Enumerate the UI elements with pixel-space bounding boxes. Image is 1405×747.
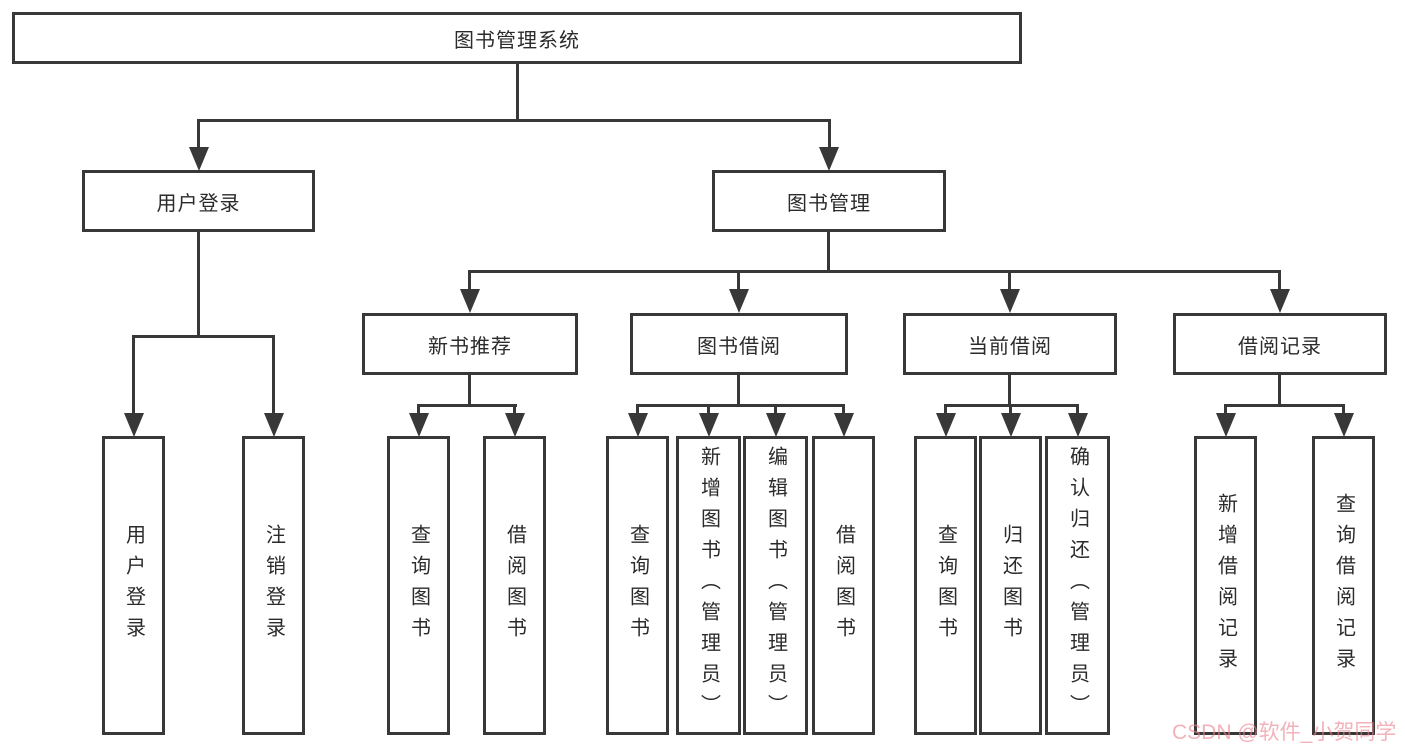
arrow-down-icon xyxy=(729,289,749,313)
connector-line xyxy=(1008,373,1011,406)
connector-line xyxy=(513,404,516,416)
leaf-confirm-return-admin: 确认归还（管理员） xyxy=(1045,436,1110,735)
connector-line xyxy=(197,119,200,151)
leaf-add-borrow-record: 新增借阅记录 xyxy=(1194,436,1257,735)
connector-line xyxy=(468,270,1281,273)
leaf-return-books: 归还图书 xyxy=(979,436,1042,735)
node-user-login: 用户登录 xyxy=(82,170,315,232)
arrow-down-icon xyxy=(1000,289,1020,313)
leaf-add-book-admin: 新增图书（管理员） xyxy=(676,436,741,735)
connector-line xyxy=(828,119,831,151)
arrow-down-icon xyxy=(936,413,956,437)
connector-line xyxy=(132,335,275,338)
connector-line xyxy=(944,404,947,416)
connector-line xyxy=(1224,404,1227,416)
node-borrowing-records: 借阅记录 xyxy=(1173,313,1387,375)
connector-line xyxy=(737,373,740,406)
node-book-management: 图书管理 xyxy=(712,170,946,232)
arrow-down-icon xyxy=(1068,413,1088,437)
arrow-down-icon xyxy=(264,413,284,437)
connector-line xyxy=(1278,270,1281,293)
connector-line xyxy=(1008,270,1011,293)
leaf-query-borrow-record: 查询借阅记录 xyxy=(1312,436,1375,735)
connector-line xyxy=(417,404,517,407)
connector-line xyxy=(1278,373,1281,406)
leaf-logout: 注销登录 xyxy=(242,436,305,735)
connector-line xyxy=(737,270,740,293)
leaf-query-books-current: 查询图书 xyxy=(914,436,977,735)
arrow-down-icon xyxy=(628,413,648,437)
connector-line xyxy=(468,270,471,293)
arrow-down-icon xyxy=(505,413,525,437)
arrow-down-icon xyxy=(460,289,480,313)
arrow-down-icon xyxy=(699,413,719,437)
connector-line xyxy=(1224,404,1345,407)
watermark-text: CSDN @软件_小贺同学 xyxy=(1172,721,1397,744)
node-book-borrowing: 图书借阅 xyxy=(630,313,848,375)
connector-line xyxy=(516,62,519,121)
arrow-down-icon xyxy=(766,413,786,437)
node-current-borrowing: 当前借阅 xyxy=(903,313,1117,375)
arrow-down-icon xyxy=(834,413,854,437)
connector-line xyxy=(468,373,471,406)
arrow-down-icon xyxy=(1216,413,1236,437)
arrow-down-icon xyxy=(124,413,144,437)
connector-line xyxy=(132,335,135,415)
connector-line xyxy=(197,230,200,337)
connector-line xyxy=(774,404,777,416)
arrow-down-icon xyxy=(189,147,209,171)
connector-line xyxy=(636,404,639,416)
node-library-management-system: 图书管理系统 xyxy=(12,12,1022,64)
connector-line xyxy=(707,404,710,416)
connector-line xyxy=(1009,404,1012,416)
leaf-borrow-books-recommend: 借阅图书 xyxy=(483,436,546,735)
arrow-down-icon xyxy=(819,147,839,171)
arrow-down-icon xyxy=(409,413,429,437)
connector-line xyxy=(827,230,830,272)
connector-line xyxy=(842,404,845,416)
connector-line xyxy=(197,119,831,122)
connector-line xyxy=(417,404,420,416)
leaf-query-books-borrowing: 查询图书 xyxy=(606,436,669,735)
arrow-down-icon xyxy=(1270,289,1290,313)
arrow-down-icon xyxy=(1334,413,1354,437)
node-new-book-recommendation: 新书推荐 xyxy=(362,313,578,375)
leaf-query-books-recommend: 查询图书 xyxy=(387,436,450,735)
connector-line xyxy=(636,404,845,407)
leaf-edit-book-admin: 编辑图书（管理员） xyxy=(743,436,808,735)
arrow-down-icon xyxy=(1001,413,1021,437)
connector-line xyxy=(1076,404,1079,416)
leaf-user-login: 用户登录 xyxy=(102,436,165,735)
connector-line xyxy=(1342,404,1345,416)
leaf-borrow-books-borrowing: 借阅图书 xyxy=(812,436,875,735)
connector-line xyxy=(272,335,275,415)
